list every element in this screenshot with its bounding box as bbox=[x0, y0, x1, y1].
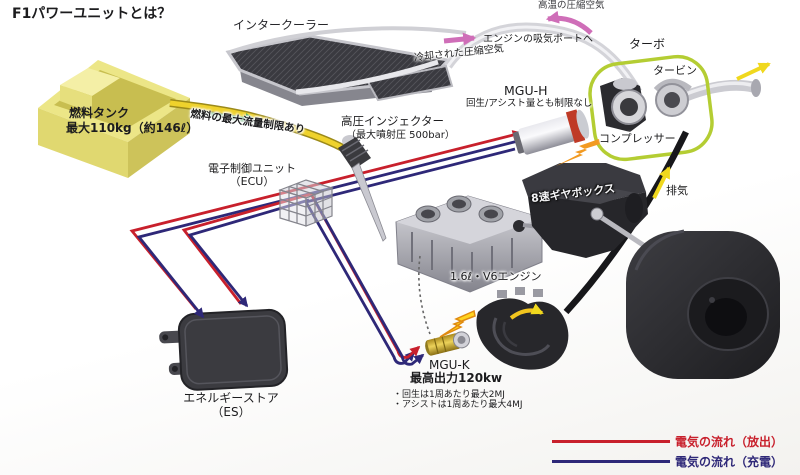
legend-charge-line bbox=[552, 460, 670, 463]
clutch-graphic bbox=[476, 287, 569, 370]
mgu-h-note: 回生/アシスト量とも制限なし bbox=[466, 98, 593, 109]
charge-line-mguh-es bbox=[136, 139, 519, 319]
charge-line-mguk-diag bbox=[312, 198, 425, 366]
rotation-arrow-yellow bbox=[509, 303, 544, 320]
fuel-tank-graphic bbox=[38, 60, 190, 178]
exhaust-flow-arrow bbox=[652, 166, 671, 199]
ecu-label: 電子制御ユニット （ECU） bbox=[196, 162, 308, 188]
crank-link-dotted bbox=[418, 255, 431, 335]
injector-note: （最大噴射圧 500bar） bbox=[346, 130, 455, 141]
energy-store-label-line1: エネルギーストア bbox=[183, 391, 279, 405]
legend-discharge: 電気の流れ（放出） bbox=[552, 433, 783, 450]
mgu-k-note1: ・回生は1周あたり最大2MJ bbox=[393, 390, 505, 400]
mgu-k-note2: ・アシストは1周あたり最大4MJ bbox=[393, 400, 523, 410]
charge-line-mguk-es bbox=[187, 198, 310, 308]
mgu-h-graphic bbox=[512, 109, 590, 155]
legend-charge: 電気の流れ（充電） bbox=[552, 453, 783, 470]
fuel-tank-capacity: 最大110kg（約146ℓ） bbox=[66, 121, 199, 135]
turbine-graphic bbox=[653, 78, 692, 117]
engine-graphic bbox=[395, 195, 543, 293]
ecu-graphic bbox=[278, 179, 334, 227]
legend-charge-label: 電気の流れ（充電） bbox=[675, 455, 784, 469]
intercooler-graphic bbox=[225, 34, 454, 106]
gearbox-graphic bbox=[513, 163, 668, 263]
exhaust-outlet-pipe bbox=[684, 79, 761, 102]
turbo-highlight-ring bbox=[588, 54, 714, 162]
intake-port-label: エンジンの吸気ポートへ bbox=[483, 34, 593, 45]
mgu-k-graphic bbox=[425, 331, 470, 356]
intercooler-label: インタークーラー bbox=[233, 18, 330, 32]
page-title: F1パワーユニットとは？ bbox=[12, 6, 172, 22]
hot-air-arrow bbox=[545, 10, 593, 35]
compressor-graphic bbox=[600, 78, 647, 132]
mgu-k-power: 最高出力120kw bbox=[410, 371, 503, 385]
energy-store-label: エネルギーストア （ES） bbox=[172, 391, 290, 420]
mgu-h-label: MGU-H bbox=[504, 83, 548, 98]
injector-graphic bbox=[338, 135, 387, 242]
lightning-bolt-orange bbox=[556, 139, 600, 166]
ecu-label-line1: 電子制御ユニット bbox=[208, 162, 296, 175]
rear-tire-graphic bbox=[626, 229, 780, 379]
fuel-tank-label: 燃料タンク bbox=[69, 106, 130, 120]
energy-store-graphic bbox=[159, 308, 289, 391]
compressor-label: コンプレッサー bbox=[599, 132, 676, 145]
flow-arrows bbox=[197, 10, 771, 199]
ecu-label-line2: （ECU） bbox=[229, 174, 275, 188]
turbo-label: ターボ bbox=[629, 37, 666, 51]
fuel-flow-arrow bbox=[197, 110, 259, 126]
exhaust-label: 排気 bbox=[666, 184, 688, 197]
legend-discharge-label: 電気の流れ（放出） bbox=[675, 435, 784, 449]
legend-discharge-line bbox=[552, 440, 670, 443]
engine-label: 1.6ℓ・V6エンジン bbox=[450, 270, 542, 283]
fuel-line bbox=[169, 99, 351, 155]
injector-label: 高圧インジェクター bbox=[341, 114, 445, 128]
exhaust-exit-arrow bbox=[736, 62, 771, 81]
mgu-k-label: MGU-K bbox=[429, 358, 470, 372]
lightning-bolt-yellow bbox=[439, 309, 476, 338]
electric-flow-lines bbox=[129, 130, 523, 366]
energy-store-label-line2: （ES） bbox=[211, 404, 251, 419]
hot-air-label: 高温の圧縮空気 bbox=[538, 0, 605, 11]
charge-air-pipes bbox=[229, 22, 642, 95]
intake-air-arrow bbox=[443, 32, 477, 46]
turbine-label: タービン bbox=[653, 64, 697, 77]
